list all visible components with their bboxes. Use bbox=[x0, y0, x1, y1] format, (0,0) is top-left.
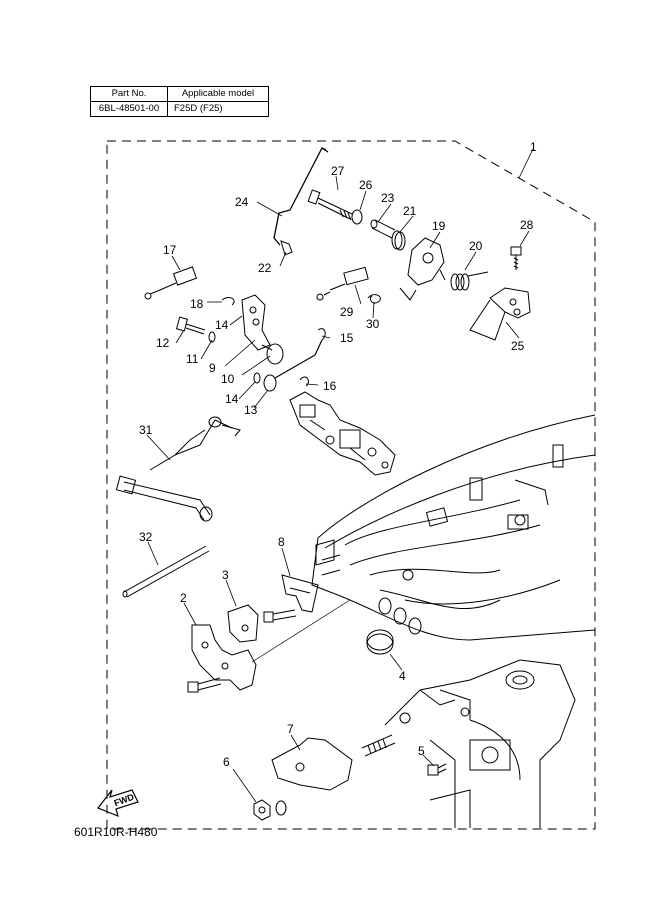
callout-28: 28 bbox=[520, 218, 534, 232]
shift-rod bbox=[273, 147, 329, 246]
callout-9: 9 bbox=[209, 361, 216, 375]
assembly-boundary bbox=[106, 140, 596, 830]
callout-6: 6 bbox=[223, 755, 230, 769]
assembly-line bbox=[251, 599, 351, 663]
spring-pin bbox=[361, 734, 396, 757]
callout-16: 16 bbox=[323, 379, 337, 393]
clip bbox=[317, 328, 326, 341]
grommet-plug bbox=[366, 629, 394, 655]
callout-labels: 1 2 3 4 5 6 7 8 9 10 11 12 13 14 14 15 1… bbox=[139, 140, 537, 769]
washer bbox=[351, 209, 363, 225]
callout-3: 3 bbox=[222, 568, 229, 582]
plate bbox=[281, 574, 319, 613]
callout-21: 21 bbox=[403, 204, 417, 218]
callout-18: 18 bbox=[190, 297, 204, 311]
bolt bbox=[510, 246, 522, 270]
callout-20: 20 bbox=[469, 239, 483, 253]
shift-lever bbox=[399, 237, 446, 301]
callout-4: 4 bbox=[399, 669, 406, 683]
bracket bbox=[227, 604, 259, 643]
callout-25: 25 bbox=[511, 339, 525, 353]
callout-29: 29 bbox=[340, 305, 354, 319]
mount-bracket bbox=[384, 659, 576, 828]
leader-lines bbox=[146, 148, 534, 803]
diagram-code: 601R10R-H480 bbox=[74, 825, 158, 839]
table-row: 6BL-48501-00 F25D (F25) bbox=[90, 101, 269, 117]
clip bbox=[221, 297, 235, 306]
callout-10: 10 bbox=[221, 372, 235, 386]
callout-15: 15 bbox=[340, 331, 354, 345]
callout-32: 32 bbox=[139, 530, 153, 544]
callout-14: 14 bbox=[215, 318, 229, 332]
applicable-model-table: Part No. Applicable model 6BL-48501-00 F… bbox=[90, 86, 269, 117]
washer bbox=[253, 372, 261, 384]
kill-switch-harness bbox=[115, 416, 241, 522]
link bbox=[316, 266, 369, 301]
fwd-arrow-icon: FWD bbox=[97, 789, 139, 818]
callout-1: 1 bbox=[530, 140, 537, 154]
sleeve bbox=[370, 219, 396, 239]
washer bbox=[208, 331, 216, 343]
callout-22: 22 bbox=[258, 261, 272, 275]
callout-12: 12 bbox=[156, 336, 170, 350]
throttle-lever bbox=[241, 294, 271, 351]
callout-5: 5 bbox=[418, 744, 425, 758]
grease-nipple bbox=[427, 763, 447, 776]
throttle-rod bbox=[274, 339, 323, 379]
callout-30: 30 bbox=[366, 317, 380, 331]
clip bbox=[299, 376, 309, 387]
torsion-spring bbox=[450, 271, 489, 291]
clip bbox=[280, 240, 293, 256]
control-mechanism bbox=[289, 391, 396, 476]
callout-24: 24 bbox=[235, 195, 249, 209]
callout-11: 11 bbox=[186, 352, 199, 366]
callout-19: 19 bbox=[432, 219, 446, 233]
callout-17: 17 bbox=[163, 243, 177, 257]
bolt bbox=[175, 316, 206, 335]
callout-23: 23 bbox=[381, 191, 395, 205]
bolt bbox=[187, 677, 222, 693]
bolt bbox=[263, 609, 297, 623]
lever-plate bbox=[191, 624, 257, 691]
callout-8: 8 bbox=[278, 535, 285, 549]
callout-2: 2 bbox=[180, 591, 187, 605]
lock-plate bbox=[271, 737, 353, 791]
callout-27: 27 bbox=[331, 164, 345, 178]
joint-17 bbox=[144, 266, 198, 300]
callout-13: 13 bbox=[244, 403, 258, 417]
bottom-cowling bbox=[311, 414, 596, 641]
bolt bbox=[307, 189, 353, 221]
callout-31: 31 bbox=[139, 423, 153, 437]
callout-14b: 14 bbox=[225, 392, 239, 406]
callout-7: 7 bbox=[287, 722, 294, 736]
applicable-model-cell: F25D (F25) bbox=[167, 101, 269, 117]
rod bbox=[122, 545, 210, 598]
collar-10 bbox=[261, 343, 284, 365]
shift-bracket bbox=[469, 287, 531, 341]
table-header-row: Part No. Applicable model bbox=[90, 86, 269, 102]
clip bbox=[367, 294, 381, 304]
collar bbox=[391, 230, 406, 251]
callout-26: 26 bbox=[359, 178, 373, 192]
washer bbox=[275, 800, 287, 816]
fwd-label: FWD bbox=[113, 792, 136, 809]
part-no-cell: 6BL-48501-00 bbox=[90, 101, 168, 117]
nut bbox=[253, 799, 271, 821]
collar-13 bbox=[263, 374, 277, 392]
